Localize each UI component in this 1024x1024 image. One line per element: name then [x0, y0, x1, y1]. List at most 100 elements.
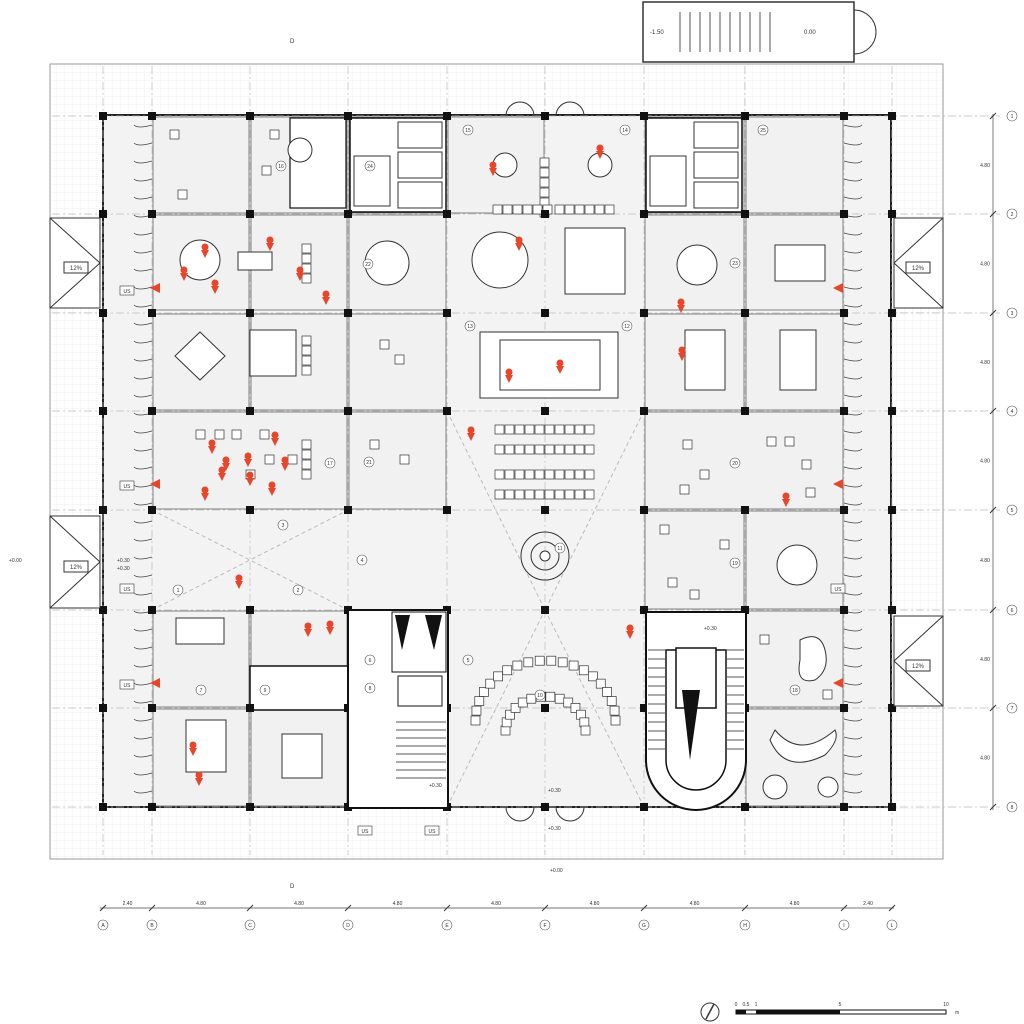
exit-label: US — [124, 587, 132, 593]
room-number: 14 — [622, 128, 628, 134]
exit-label: US — [362, 829, 370, 835]
column-grid-label: F — [543, 923, 546, 929]
ramp-slope-west-upper: 12% — [70, 266, 83, 272]
room-number: 20 — [732, 461, 738, 467]
room-number: 4 — [361, 558, 364, 564]
exit-label: US — [835, 587, 843, 593]
elevation-south-ramp: +0.00 — [550, 868, 563, 874]
row-spacing: 4.80 — [980, 360, 990, 366]
elevation-u-stair: +0.30 — [704, 626, 717, 632]
room-number: 15 — [465, 128, 471, 134]
section-marker-north: D — [290, 39, 295, 45]
section-marker-south: D — [290, 884, 295, 890]
elevation-annex-right: 0.00 — [804, 30, 816, 36]
column-grid-label: A — [101, 923, 105, 929]
ramp-slope-west-lower: 12% — [70, 565, 83, 571]
row-grid-label: 4 — [1011, 409, 1014, 415]
column-spacing: 4.80 — [196, 901, 206, 907]
scale-tick-label: 1 — [755, 1002, 758, 1008]
column-grid-label: B — [150, 923, 154, 929]
column-grid-label: H — [743, 923, 747, 929]
room-number: 8 — [369, 686, 372, 692]
column-grid-label: E — [445, 923, 449, 929]
room-number: 2 — [297, 588, 300, 594]
row-grid-label: 8 — [1011, 805, 1014, 811]
stair-annex-north: -1.50 0.00 — [642, 1, 877, 63]
people-figures — [150, 144, 843, 799]
column-grid-label: G — [642, 923, 646, 929]
scale-tick-label: 10 — [943, 1002, 949, 1008]
elevation-west-entrance: +0.00 — [9, 558, 22, 564]
elevation-south-door-b: +0.30 — [548, 826, 561, 832]
column-spacing: 4.80 — [294, 901, 304, 907]
room-number: 3 — [282, 523, 285, 529]
ramp-east-upper: 12% — [893, 217, 944, 309]
room-number: 1 — [177, 588, 180, 594]
elevation-stair-core: +0.30 — [429, 783, 442, 789]
room-number: 24 — [367, 164, 373, 170]
scale-bar: 0 0.5 1 5 10 m — [735, 1002, 960, 1016]
elevation-west-inner-b: +0.30 — [117, 566, 130, 572]
row-spacing: 4.80 — [980, 262, 990, 268]
north-arrow-icon — [700, 1002, 720, 1022]
room-number: 25 — [760, 128, 766, 134]
elevation-west-inner: +0.30 — [117, 558, 130, 564]
stair-u-shaped: +0.30 — [645, 611, 747, 811]
scale-tick-label: 5 — [839, 1002, 842, 1008]
scale-tick-label: 0 — [735, 1002, 738, 1008]
scale-unit: m — [955, 1010, 959, 1016]
ramp-slope-east-upper: 12% — [912, 266, 925, 272]
column-spacing: 2.40 — [863, 901, 873, 907]
room-partitions — [133, 101, 863, 822]
ramp-slope-east-lower: 12% — [912, 664, 925, 670]
column-spacing: 4.80 — [590, 901, 600, 907]
exit-label: US — [124, 289, 132, 295]
exit-labels: US US US US US US US — [119, 285, 846, 836]
room-number: 21 — [366, 460, 372, 466]
column-grid-label: C — [248, 923, 252, 929]
room-number: 9 — [264, 688, 267, 694]
room-number: 10 — [537, 693, 543, 699]
column-spacing: 2.40 — [123, 901, 133, 907]
room-number: 18 — [792, 688, 798, 694]
room-number: 23 — [732, 261, 738, 267]
row-grid-label: 2 — [1011, 212, 1014, 218]
ramp-west-lower: 12% — [49, 515, 101, 609]
column-spacing: 4.80 — [393, 901, 403, 907]
room-number: 22 — [365, 262, 371, 268]
room-number: 16 — [278, 164, 284, 170]
room-number: 11 — [557, 546, 562, 552]
column-grid-label: L — [891, 923, 894, 929]
row-spacing: 4.80 — [980, 163, 990, 169]
row-grid-label: 6 — [1011, 608, 1014, 614]
row-spacing: 4.80 — [980, 657, 990, 663]
scale-tick-label: 0.5 — [743, 1002, 750, 1008]
spiral-seating — [520, 531, 570, 581]
column-spacing: 4.80 — [790, 901, 800, 907]
exit-label: US — [429, 829, 437, 835]
exit-label: US — [124, 484, 132, 490]
room-number: 7 — [200, 688, 203, 694]
curved-sofas — [762, 636, 839, 800]
room-number: 12 — [624, 324, 630, 330]
row-grid-label: 3 — [1011, 311, 1014, 317]
ramp-east-lower: 12% — [893, 615, 944, 707]
row-grid-label: 7 — [1011, 706, 1014, 712]
exit-label: US — [124, 683, 132, 689]
stair-core-west: +0.30 — [347, 609, 449, 809]
row-spacing: 4.80 — [980, 756, 990, 762]
elevation-south-door-a: +0.30 — [548, 788, 561, 794]
furniture-layout — [169, 129, 833, 779]
room-number: 13 — [467, 324, 473, 330]
column-grid-label: D — [346, 923, 350, 929]
room-number: 19 — [732, 561, 738, 567]
row-grid-label: 1 — [1011, 114, 1014, 120]
room-number: 5 — [467, 658, 470, 664]
elevation-annex-left: -1.50 — [650, 30, 664, 36]
row-spacing: 4.80 — [980, 459, 990, 465]
row-grid-label: 5 — [1011, 508, 1014, 514]
column-spacing: 4.80 — [690, 901, 700, 907]
